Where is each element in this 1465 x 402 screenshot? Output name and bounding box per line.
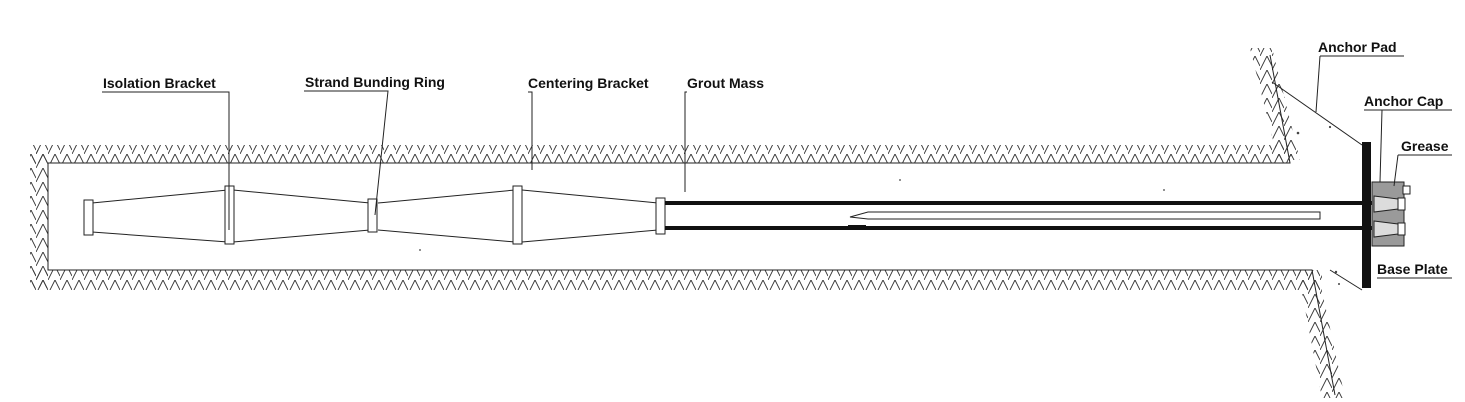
labels: Isolation Bracket Strand Bunding Ring Ce… [103, 39, 1449, 277]
label-anchor-pad: Anchor Pad [1318, 39, 1397, 55]
label-isolation-bracket: Isolation Bracket [103, 75, 216, 91]
leader-lines [102, 55, 1452, 279]
soil-hatching [30, 48, 1345, 398]
free-length-start-ring [655, 197, 666, 235]
strand-bunding-ring-shape [367, 198, 378, 233]
label-strand-bunding-ring: Strand Bunding Ring [305, 74, 445, 90]
label-grease: Grease [1401, 138, 1449, 154]
end-cap [83, 199, 94, 236]
label-anchor-cap: Anchor Cap [1364, 93, 1443, 109]
label-grout-mass: Grout Mass [687, 75, 764, 91]
borehole-outline [47, 54, 1363, 396]
anchor-cap-assembly [1371, 181, 1411, 247]
free-length-tendons [665, 201, 1372, 230]
tendon-bundle [91, 189, 659, 243]
concrete-speckles [419, 125, 1340, 285]
label-centering-bracket: Centering Bracket [528, 75, 649, 91]
spacers [83, 185, 666, 245]
base-plate-shape [1362, 142, 1371, 288]
centering-bracket-shape [512, 185, 523, 245]
label-base-plate: Base Plate [1377, 261, 1448, 277]
